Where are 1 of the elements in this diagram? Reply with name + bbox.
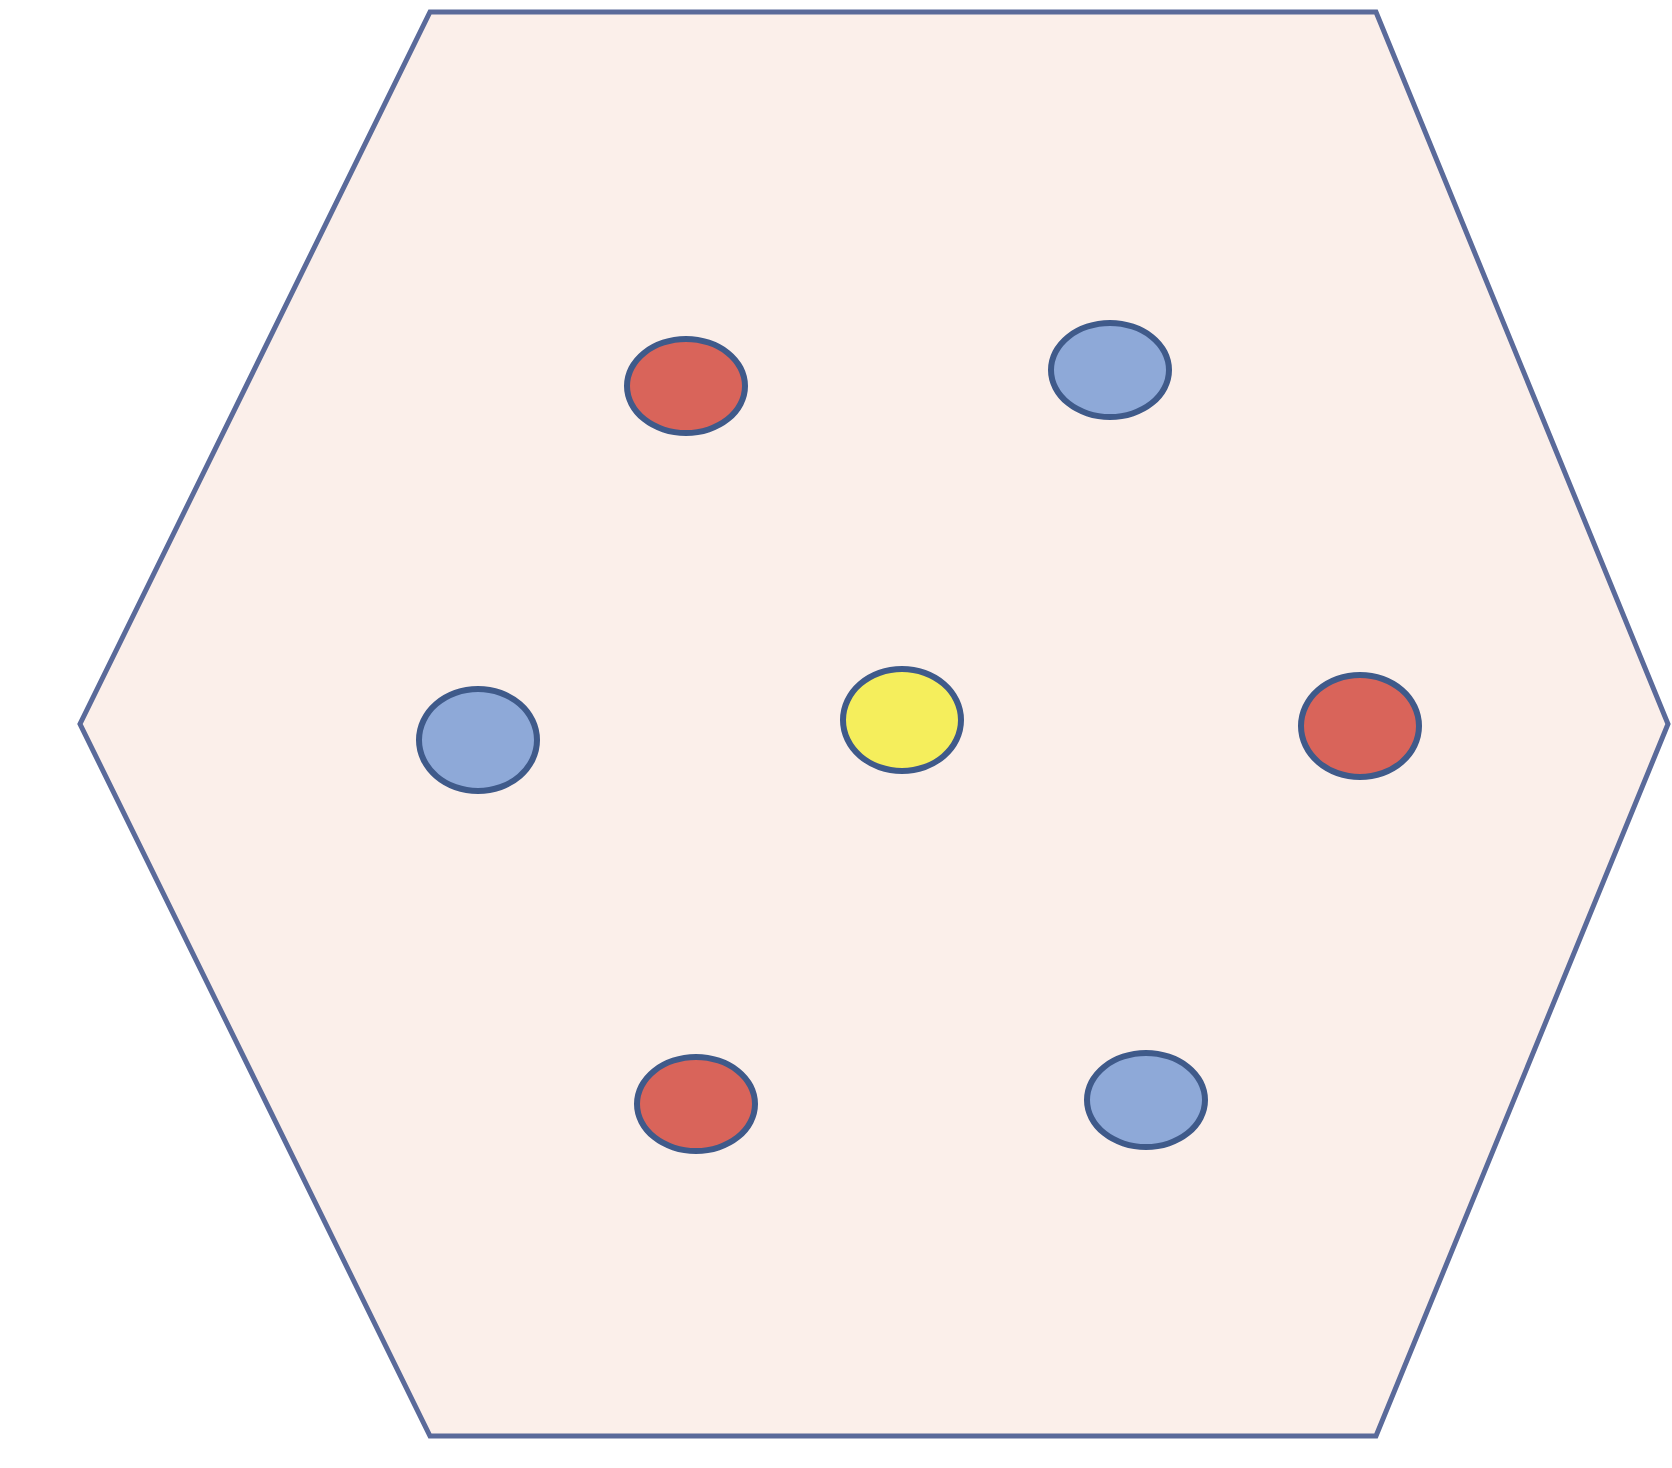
hexagon-shape <box>76 8 1672 1440</box>
